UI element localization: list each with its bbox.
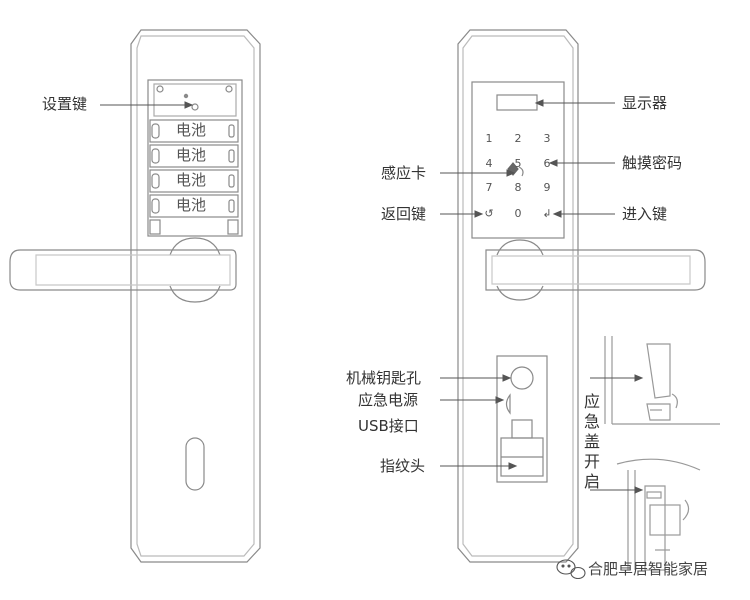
cover-detail-bottom (616, 458, 701, 571)
emergency-cover-char-5: 启 (583, 472, 600, 491)
emergency-cover-char-3: 盖 (583, 432, 600, 451)
keypad-key-0: 0 (514, 207, 522, 220)
keypad-key-4: 4 (485, 157, 493, 170)
mech-key-hole-label: 机械钥匙孔 (346, 369, 422, 387)
wechat-icon (556, 559, 586, 580)
battery-label-3: 电池 (176, 171, 207, 189)
left-lock-body (130, 29, 261, 563)
keypad-key-5: 5 (514, 157, 522, 170)
keypad-panel (471, 81, 565, 239)
keypad-key-1: 1 (485, 132, 493, 145)
usb-label: USB接口 (358, 417, 419, 435)
right-lock-body (457, 29, 579, 563)
emergency-module (496, 355, 548, 483)
battery-label-1: 电池 (176, 121, 207, 139)
back-key-label: 返回键 (381, 205, 427, 223)
touch-password-label: 触摸密码 (622, 154, 683, 172)
watermark-text: 合肥卓居智能家居 (588, 560, 709, 578)
keypad-enter-key: ↲ (542, 207, 552, 220)
keypad-back-key: ↺ (484, 207, 494, 220)
keypad-key-9: 9 (543, 181, 551, 194)
cover-detail-top (604, 336, 720, 425)
battery-label-2: 电池 (176, 146, 207, 164)
battery-label-4: 电池 (176, 196, 207, 214)
left-handle (9, 237, 237, 303)
fingerprint-label: 指纹头 (380, 457, 426, 475)
right-handle (485, 239, 706, 301)
emergency-power-label: 应急电源 (358, 391, 419, 409)
keypad-key-3: 3 (543, 132, 551, 145)
setting-key-label: 设置键 (42, 95, 88, 113)
emergency-cover-char-1: 应 (583, 392, 600, 411)
emergency-cover-char-2: 急 (583, 412, 600, 431)
battery-compartment (147, 79, 243, 237)
display-label: 显示器 (622, 94, 668, 112)
enter-key-label: 进入键 (622, 205, 668, 223)
keypad-key-7: 7 (485, 181, 493, 194)
keypad-key-8: 8 (514, 181, 522, 194)
emergency-cover-char-4: 开 (583, 452, 600, 471)
keypad-key-2: 2 (514, 132, 522, 145)
card-sensor-label: 感应卡 (381, 164, 427, 182)
keypad-key-6: 6 (543, 157, 551, 170)
left-key-slot (185, 437, 205, 491)
